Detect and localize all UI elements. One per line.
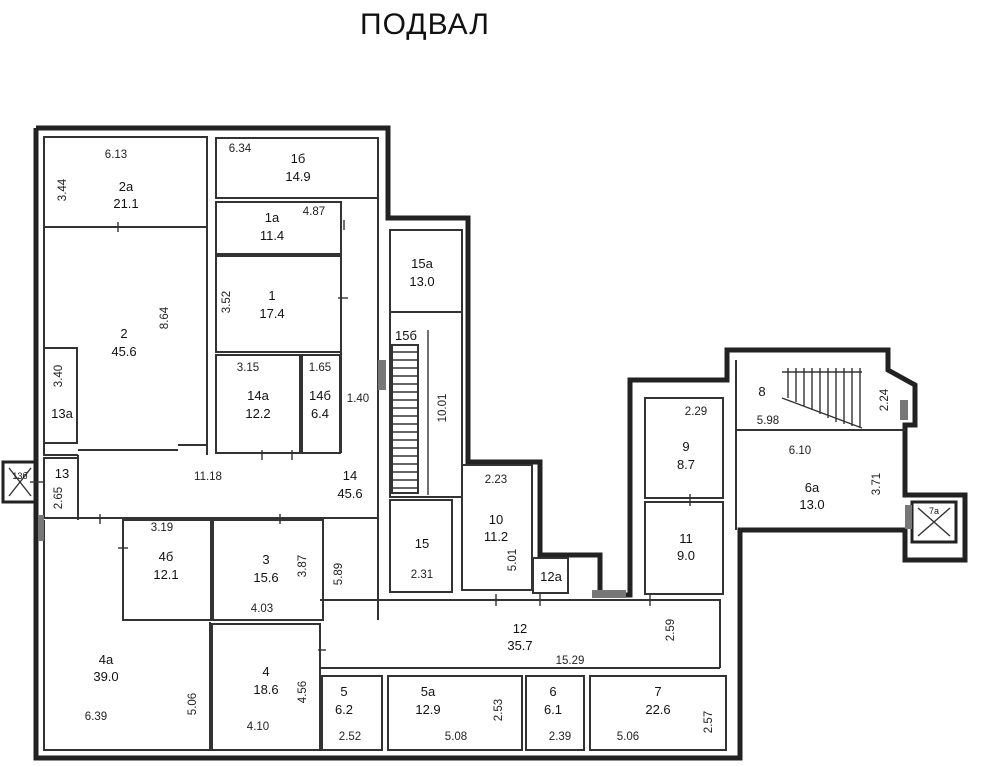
dimension-label: 10.01	[437, 394, 449, 423]
dimension-label: 2.59	[665, 619, 677, 641]
dimension-label: 3.87	[297, 555, 309, 577]
room-2-id: 2	[120, 326, 127, 341]
dimension-label: 2.57	[703, 711, 715, 733]
dimension-label: 6.39	[85, 711, 107, 723]
dimension-label: 1.40	[347, 393, 369, 405]
dimension-label: 4.56	[297, 681, 309, 703]
room-4-area: 18.6	[253, 682, 278, 697]
dimension-label: 15.29	[556, 655, 585, 667]
room-2a-id: 2a	[119, 179, 134, 194]
dimension-label: 4.10	[247, 721, 269, 733]
dimension-label: 6.10	[789, 445, 811, 457]
room-12a-id: 12a	[540, 569, 562, 584]
room-5a-id: 5a	[421, 684, 436, 699]
room-8-id: 8	[758, 384, 765, 399]
dimension-label: 3.44	[57, 178, 69, 201]
room-15a-id: 15a	[411, 256, 433, 271]
room-4b-area: 12.1	[153, 567, 178, 582]
room-1b-area: 14.9	[285, 169, 310, 184]
room-14-id: 14	[343, 468, 357, 483]
room-10-area: 11.2	[484, 529, 508, 544]
room-13a-id: 13a	[51, 406, 73, 421]
room-4b-id: 4б	[159, 549, 174, 564]
dimension-label: 11.18	[194, 471, 222, 483]
room-6-id: 6	[549, 684, 556, 699]
room-4a-id: 4a	[99, 652, 114, 667]
room-14b-area: 6.4	[311, 406, 329, 421]
room-4-id: 4	[262, 664, 269, 679]
dimension-label: 5.98	[757, 415, 779, 427]
stairs-8	[781, 368, 863, 429]
dimension-label: 5.01	[507, 549, 519, 571]
door-marks	[30, 220, 691, 651]
room-15b-id: 15б	[395, 328, 417, 343]
room-14b-id: 14б	[309, 388, 331, 403]
room-3-id: 3	[262, 552, 269, 567]
room-1a-id: 1a	[265, 210, 280, 225]
room-6a-id: 7	[654, 684, 661, 699]
dimension-label: 2.31	[411, 569, 433, 581]
room-14a-id: 14a	[247, 388, 269, 403]
dimension-label: 4.03	[251, 603, 273, 615]
room-1b-id: 1б	[291, 151, 306, 166]
dimension-label: 4.87	[303, 206, 325, 218]
room-1a-area: 11.4	[260, 228, 284, 243]
room-7-area: 13.0	[799, 497, 824, 512]
room-11-id: 11	[679, 531, 693, 546]
room-14a-area: 12.2	[245, 406, 270, 421]
plan-title: ПОДВАЛ	[360, 8, 490, 41]
room-13b-id: 13б	[12, 471, 27, 481]
room-6a-area: 22.6	[645, 702, 670, 717]
room-7-id: 6a	[805, 480, 820, 495]
dimension-label: 2.52	[339, 731, 361, 743]
room-5-area: 6.2	[335, 702, 353, 717]
dimension-label: 2.39	[549, 731, 571, 743]
dimension-label: 6.13	[105, 149, 127, 161]
dimension-label: 2.23	[485, 474, 507, 486]
room-labels: 2a 21.1 1б 14.9 1a 11.4 1 17.4 2 45.6 13…	[12, 151, 939, 717]
dimension-label: 2.24	[879, 388, 891, 411]
room-5-id: 5	[340, 684, 347, 699]
room-11-area: 9.0	[677, 548, 695, 563]
room-14-area: 45.6	[337, 486, 362, 501]
inner-walls	[1, 136, 958, 751]
room-4a-area: 39.0	[93, 669, 118, 684]
room-15-id: 15	[415, 536, 429, 551]
dimension-label: 3.40	[53, 365, 65, 387]
dimension-label: 3.71	[871, 473, 883, 495]
hatch-marks	[38, 360, 912, 598]
outer-walls	[33, 125, 968, 761]
stairs-15b	[391, 330, 429, 495]
dimension-label: 1.65	[309, 362, 331, 374]
room-9-id: 9	[682, 439, 689, 454]
dimension-label: 6.34	[229, 143, 252, 155]
room-12-id: 12	[513, 621, 527, 636]
dimension-label: 5.06	[187, 693, 199, 715]
room-2-area: 45.6	[111, 344, 136, 359]
dimension-label: 2.65	[53, 487, 65, 509]
dimension-label: 3.52	[221, 291, 233, 313]
room-15a-area: 13.0	[409, 274, 434, 289]
room-7a-id: 7a	[929, 506, 939, 516]
dimension-label: 5.06	[617, 731, 639, 743]
dimension-label: 2.53	[493, 699, 505, 721]
dimension-label: 3.15	[237, 362, 259, 374]
room-13-id: 13	[55, 466, 69, 481]
room-5a-area: 12.9	[415, 702, 440, 717]
dimension-labels: 6.13 3.44 6.34 4.87 3.52 8.64 3.40 3.15 …	[53, 143, 891, 743]
room-1-id: 1	[268, 288, 275, 303]
dimension-label: 3.19	[151, 522, 173, 534]
dimension-label: 8.64	[159, 306, 171, 329]
room-3-area: 15.6	[253, 570, 278, 585]
room-9-area: 8.7	[677, 457, 695, 472]
dimension-label: 2.29	[685, 406, 707, 418]
room-1-area: 17.4	[259, 306, 284, 321]
room-6-area: 6.1	[544, 702, 562, 717]
room-12-area: 35.7	[507, 638, 532, 653]
dimension-label: 5.08	[445, 731, 467, 743]
room-10-id: 10	[489, 512, 503, 527]
dimension-label: 5.89	[333, 563, 345, 585]
room-2a-area: 21.1	[113, 196, 138, 211]
